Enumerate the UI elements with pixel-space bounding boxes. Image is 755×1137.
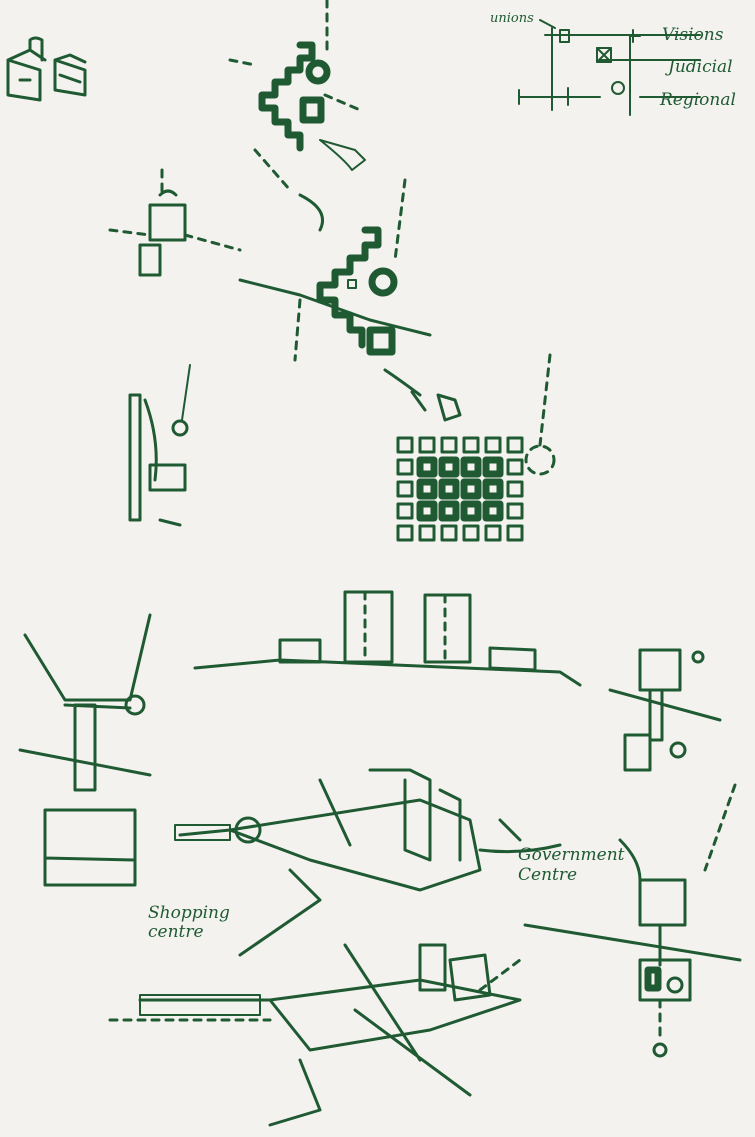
aerial-perspective-bottom bbox=[108, 943, 522, 1127]
legend-unions: unions bbox=[490, 11, 534, 26]
grid-block bbox=[396, 480, 414, 498]
grid-block bbox=[482, 500, 504, 522]
legend-diagram: unions Visions Judicial Regional bbox=[490, 11, 736, 116]
grid-block bbox=[462, 524, 480, 542]
legend-visions: Visions bbox=[662, 25, 724, 45]
legend-judicial: Judicial bbox=[665, 57, 733, 77]
right-lower-plan bbox=[523, 783, 742, 1058]
grid-block bbox=[416, 478, 438, 500]
grid-block bbox=[396, 458, 414, 476]
grid-block bbox=[482, 456, 504, 478]
label-government-centre-1: Government bbox=[518, 845, 625, 865]
grid-block bbox=[416, 456, 438, 478]
grid-block bbox=[440, 524, 458, 542]
aerial-perspective-center: Government Centre Shopping centre bbox=[148, 768, 625, 957]
grid-block bbox=[438, 478, 460, 500]
grid-block bbox=[396, 436, 414, 454]
grid-block bbox=[506, 524, 524, 542]
grid-block bbox=[460, 478, 482, 500]
stepped-plan-top bbox=[228, 0, 366, 192]
grid-block bbox=[506, 436, 524, 454]
label-shopping-centre-1: Shopping bbox=[148, 903, 230, 923]
wedge-plan-sketch bbox=[18, 613, 152, 887]
grid-block bbox=[440, 436, 458, 454]
grid-block bbox=[418, 524, 436, 542]
grid-block bbox=[460, 456, 482, 478]
grid-block bbox=[484, 436, 502, 454]
legend-regional: Regional bbox=[659, 90, 736, 110]
grid-block bbox=[396, 524, 414, 542]
small-building-sketch bbox=[6, 36, 87, 102]
grid-block bbox=[482, 478, 504, 500]
vertical-elevation-sketch bbox=[128, 364, 191, 527]
grid-block bbox=[462, 436, 480, 454]
label-government-centre-2: Centre bbox=[518, 865, 577, 885]
grid-block bbox=[484, 524, 502, 542]
grid-block bbox=[396, 502, 414, 520]
grid-connectors bbox=[383, 353, 556, 476]
grid-block bbox=[506, 458, 524, 476]
label-shopping-centre-2: centre bbox=[148, 922, 204, 942]
right-upper-plan bbox=[608, 648, 722, 772]
grid-block bbox=[460, 500, 482, 522]
grid-block bbox=[506, 480, 524, 498]
church-plan-sketch bbox=[108, 168, 242, 277]
grid-block bbox=[418, 436, 436, 454]
grid-block bbox=[438, 456, 460, 478]
grid-block bbox=[506, 502, 524, 520]
block-grid-plan bbox=[396, 436, 524, 542]
grid-block bbox=[416, 500, 438, 522]
grid-block bbox=[438, 500, 460, 522]
stepped-plan-middle bbox=[238, 178, 432, 362]
skyline-elevation bbox=[193, 590, 582, 687]
